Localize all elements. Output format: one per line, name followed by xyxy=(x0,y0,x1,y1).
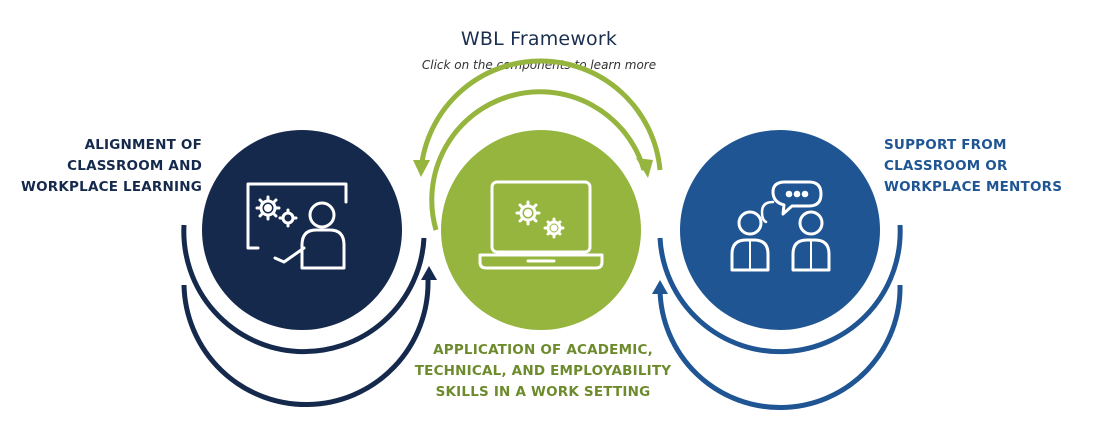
application-label[interactable]: APPLICATION OF ACADEMIC, TECHNICAL, AND … xyxy=(388,340,698,403)
application-label-line: APPLICATION OF ACADEMIC, xyxy=(433,342,653,358)
page-title: WBL Framework xyxy=(460,28,618,50)
support-circle[interactable] xyxy=(680,130,880,330)
alignment-label-line: ALIGNMENT OF xyxy=(84,137,202,153)
alignment-label-line: WORKPLACE LEARNING xyxy=(21,179,202,195)
application-circle[interactable] xyxy=(441,130,641,330)
blue-cycle-arrows xyxy=(652,224,903,410)
support-label-line: SUPPORT FROM xyxy=(884,137,1007,153)
support-component[interactable] xyxy=(680,130,880,330)
navy-cycle-arrows xyxy=(181,224,437,407)
mentors-chat-icon xyxy=(730,180,831,272)
support-label-line: CLASSROOM OR xyxy=(884,158,1008,174)
presentation-gears-icon xyxy=(246,182,348,270)
alignment-label[interactable]: ALIGNMENT OF CLASSROOM AND WORKPLACE LEA… xyxy=(18,135,202,198)
application-label-line: SKILLS IN A WORK SETTING xyxy=(435,384,651,400)
alignment-label-line: CLASSROOM AND xyxy=(67,158,202,174)
application-label-line: TECHNICAL, AND EMPLOYABILITY xyxy=(414,363,672,379)
application-component[interactable] xyxy=(441,130,641,330)
alignment-component[interactable] xyxy=(202,130,402,330)
page-subtitle: Click on the components to learn more xyxy=(421,58,657,72)
support-label-line: WORKPLACE MENTORS xyxy=(884,179,1063,195)
alignment-circle[interactable] xyxy=(202,130,402,330)
laptop-gears-icon xyxy=(478,180,604,270)
green-cycle-arrows xyxy=(413,58,663,231)
support-label[interactable]: SUPPORT FROM CLASSROOM OR WORKPLACE MENT… xyxy=(884,135,1084,198)
